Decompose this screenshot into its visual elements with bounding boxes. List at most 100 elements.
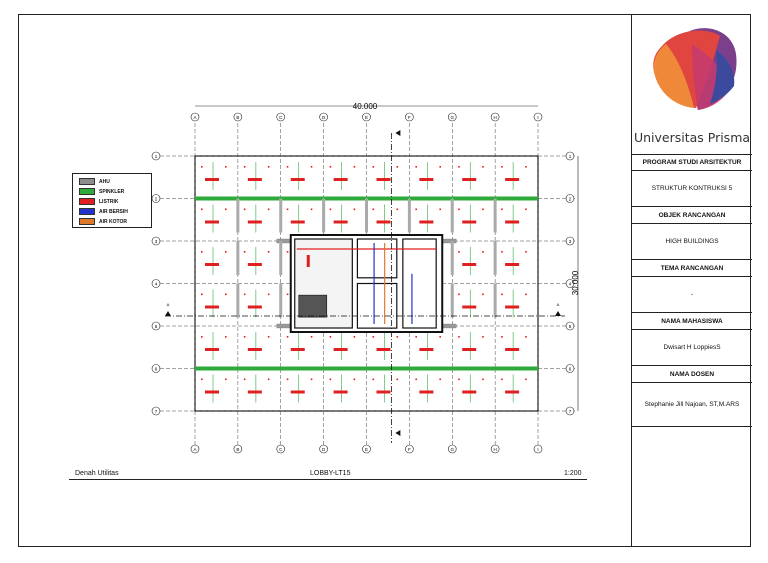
grid-bubble bbox=[190, 112, 200, 122]
grid-bubble bbox=[362, 444, 371, 454]
grid-bubble bbox=[447, 444, 457, 454]
outlet-mark bbox=[415, 378, 417, 381]
grid-bubble bbox=[565, 194, 575, 203]
outlet-mark bbox=[501, 208, 503, 211]
grid-bubble bbox=[151, 279, 161, 288]
grid-bubble bbox=[319, 112, 328, 122]
grid-bubble bbox=[151, 194, 161, 203]
mahasiswa-label: NAMA MAHASISWA bbox=[632, 313, 752, 330]
outlet-mark bbox=[353, 208, 356, 211]
light-fixture bbox=[462, 305, 477, 309]
light-fixture bbox=[376, 178, 391, 181]
outlet-mark bbox=[243, 336, 246, 338]
light-fixture bbox=[462, 390, 477, 394]
light-fixture bbox=[419, 220, 434, 224]
outlet-mark bbox=[525, 251, 527, 253]
outlet-mark bbox=[458, 166, 460, 168]
outlet-mark bbox=[439, 208, 441, 211]
grid-label: H bbox=[494, 447, 497, 452]
light-fixture bbox=[462, 178, 477, 181]
sprinkler-main bbox=[195, 366, 538, 371]
outlet-mark bbox=[458, 378, 460, 381]
light-fixture bbox=[505, 263, 520, 266]
grid-bubble bbox=[233, 444, 243, 454]
drawing-title: Denah Utilitas bbox=[75, 470, 119, 477]
grid-bubble bbox=[490, 112, 500, 122]
outlet-mark bbox=[439, 336, 441, 338]
dosen-value: Stephanie Jill Najoan, ST,M.ARS bbox=[632, 383, 752, 427]
legend-item-listrik: LISTRIK bbox=[79, 198, 118, 205]
light-fixture bbox=[505, 178, 520, 181]
outlet-mark bbox=[439, 378, 441, 381]
section-label: A bbox=[167, 302, 170, 307]
legend-item-air-bersih: AIR BERSIH bbox=[79, 208, 128, 215]
grid-bubble bbox=[490, 444, 500, 454]
light-fixture bbox=[205, 263, 219, 266]
outlet-mark bbox=[286, 378, 289, 381]
university-logo: Universitas Prisma bbox=[632, 14, 752, 155]
ahu-riser bbox=[279, 198, 283, 233]
outlet-mark bbox=[482, 378, 484, 381]
outlet-mark bbox=[458, 251, 460, 253]
outlet-mark bbox=[439, 166, 441, 168]
outlet-mark bbox=[201, 336, 203, 338]
objek-value: HIGH BUILDINGS bbox=[632, 224, 752, 260]
outlet-mark bbox=[525, 378, 527, 381]
grid-bubble bbox=[276, 444, 286, 454]
light-fixture bbox=[505, 220, 520, 224]
light-fixture bbox=[462, 348, 477, 351]
outlet-mark bbox=[225, 208, 227, 211]
legend-label: AHU bbox=[99, 178, 110, 185]
grid-bubble bbox=[565, 321, 575, 331]
legend-swatch bbox=[79, 188, 95, 195]
grid-bubble bbox=[565, 364, 575, 373]
panel bbox=[306, 255, 310, 267]
light-fixture bbox=[290, 220, 305, 224]
light-fixture bbox=[462, 220, 477, 224]
outlet-mark bbox=[225, 336, 227, 338]
program-studi-label: PROGRAM STUDI ARSITEKTUR bbox=[632, 154, 752, 171]
light-fixture bbox=[205, 390, 219, 394]
dimension-width: 40.000 bbox=[353, 103, 378, 111]
mahasiswa-value: Dwisart H LoppiesS bbox=[632, 330, 752, 366]
ahu-riser bbox=[493, 198, 497, 233]
outlet-mark bbox=[415, 336, 417, 338]
outlet-mark bbox=[225, 166, 227, 168]
section-arrow-icon bbox=[165, 311, 171, 316]
grid-label: D bbox=[322, 115, 326, 120]
light-fixture bbox=[462, 263, 477, 266]
light-fixture bbox=[247, 348, 262, 351]
outlet-mark bbox=[329, 378, 332, 381]
grid-bubble bbox=[447, 112, 457, 122]
grid-bubble bbox=[362, 112, 371, 122]
light-fixture bbox=[247, 220, 262, 224]
outlet-mark bbox=[310, 208, 313, 211]
outlet-mark bbox=[267, 251, 270, 253]
outlet-mark bbox=[415, 208, 417, 211]
legend-label: AIR BERSIH bbox=[99, 208, 128, 215]
legend-label: LISTRIK bbox=[99, 198, 119, 205]
outlet-mark bbox=[243, 378, 246, 381]
grid-bubble bbox=[565, 406, 575, 416]
outlet-mark bbox=[286, 293, 289, 296]
grid-label: F bbox=[408, 447, 411, 452]
light-fixture bbox=[205, 178, 219, 181]
section-arrow-icon bbox=[555, 311, 561, 316]
outlet-mark bbox=[501, 251, 503, 253]
outlet-mark bbox=[267, 293, 270, 296]
light-fixture bbox=[419, 178, 434, 181]
grid-label: 7 bbox=[155, 409, 158, 414]
grid-bubble bbox=[151, 236, 161, 246]
legend-item-ahu: AHU bbox=[79, 178, 110, 185]
grid-label: 2 bbox=[569, 196, 572, 201]
core-room bbox=[356, 238, 398, 279]
light-fixture bbox=[505, 348, 520, 351]
outlet-mark bbox=[286, 166, 289, 168]
core-room bbox=[356, 282, 398, 329]
ahu-riser bbox=[450, 241, 454, 275]
grid-label: H bbox=[494, 115, 497, 120]
outlet-mark bbox=[243, 251, 246, 253]
outlet-mark bbox=[201, 378, 203, 381]
grid-label: 2 bbox=[155, 196, 158, 201]
outlet-mark bbox=[286, 208, 289, 211]
